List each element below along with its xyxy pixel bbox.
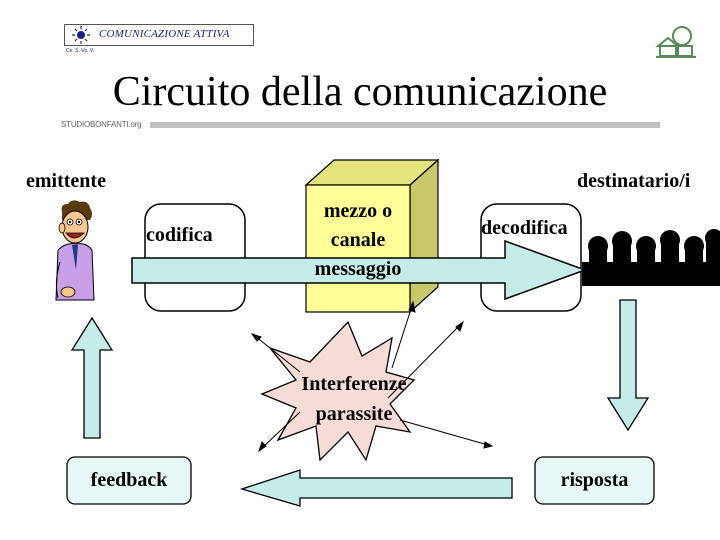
building-logo-icon [655,26,696,58]
message-arrow [131,239,588,301]
response-down-arrow [606,299,650,432]
channel-box [304,158,440,314]
feedback-label: feedback [90,469,168,491]
sun-logo-icon [72,26,90,44]
return-arrow [239,469,513,507]
logo-badge: COMUNICAZIONE ATTIVA [64,24,254,46]
sender-person-icon [55,200,95,301]
sender-label: emittente [26,170,106,192]
response-box [534,456,655,505]
audience-silhouette-icon [582,229,720,286]
interference-label-line1: Interferenze [301,373,407,395]
logo-name: COMUNICAZIONE ATTIVA [99,28,230,40]
interference-label-line2: parassite [315,403,393,425]
site-label: STUDIOBONFANTI.org [61,120,142,129]
receiver-label: destinatario/i [577,170,691,192]
logo-subtext: Ce. S. Vo. V. [66,48,95,54]
message-label: messaggio [314,258,402,280]
interference-burst [260,320,416,462]
feedback-box [66,456,192,505]
page-title: Circuito della comunicazione [112,69,608,115]
response-label: risposta [560,469,629,491]
channel-label-line1: mezzo o [323,200,393,222]
noise-arrows [250,300,494,453]
encoding-label: codifica [146,224,213,246]
channel-label-line2: canale [330,229,386,251]
decoding-label: decodifica [481,217,568,239]
title-divider [150,122,660,128]
feedback-up-arrow [70,316,114,439]
